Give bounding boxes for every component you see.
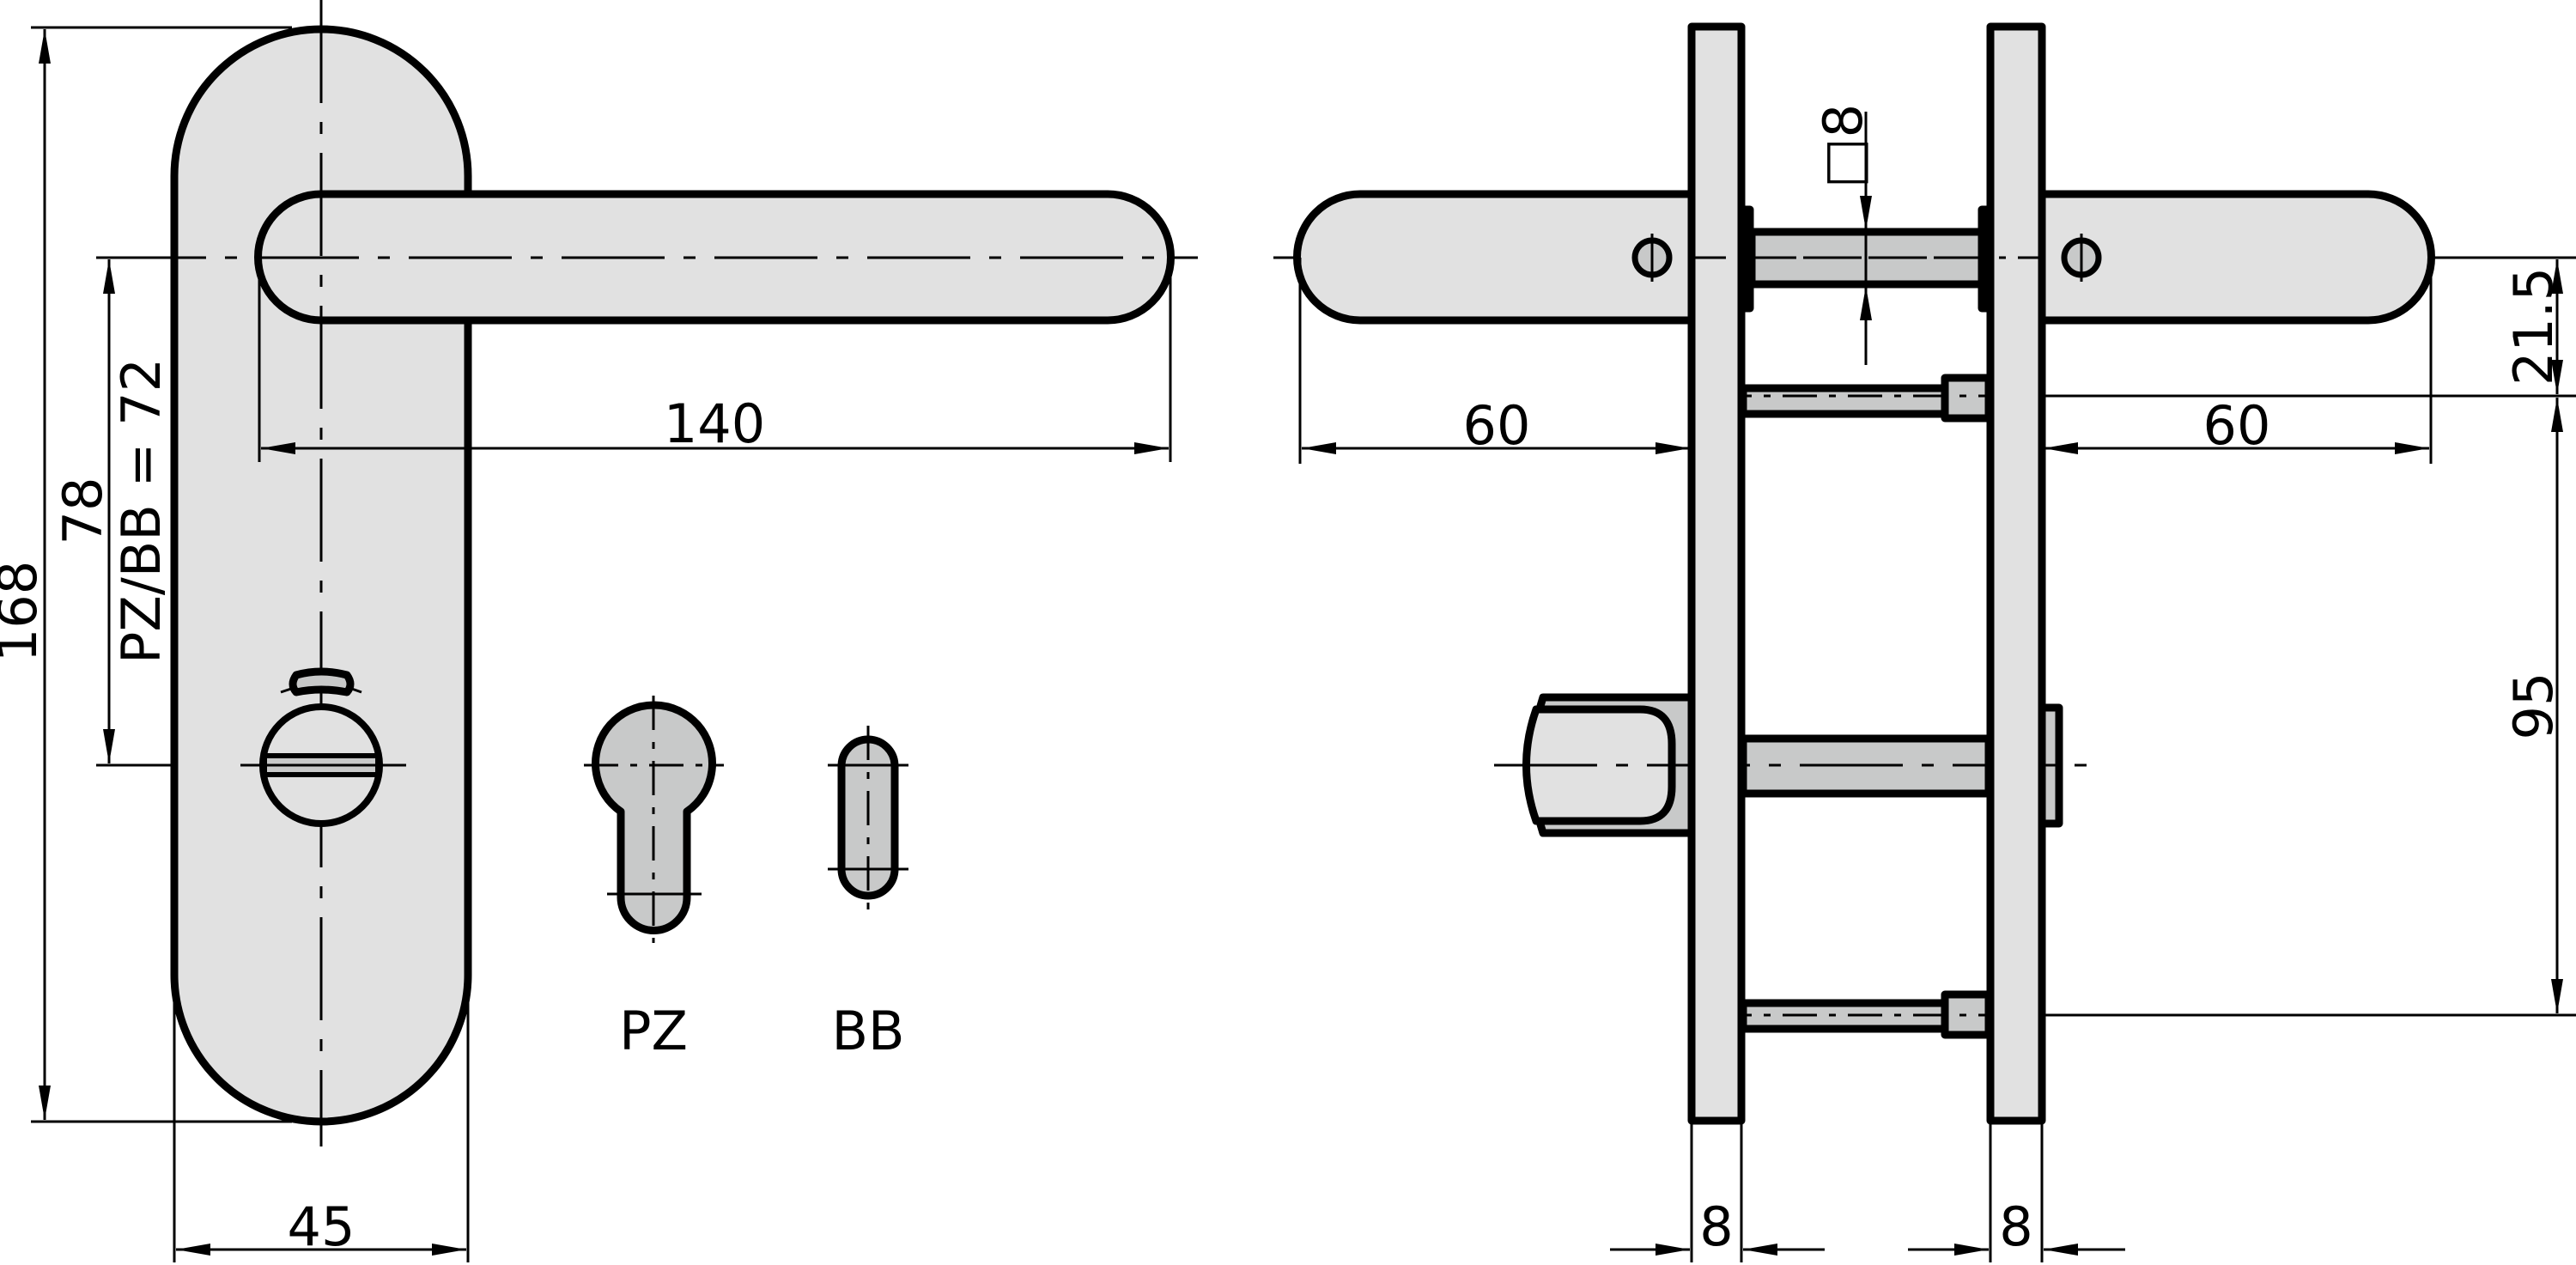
label-bb: BB xyxy=(831,1000,904,1062)
indicator-icon xyxy=(289,667,355,696)
dim-8-right: 8 xyxy=(1999,1195,2032,1258)
keyhole-variants: PZ BB xyxy=(584,696,908,1062)
dim-plate-height: 168 xyxy=(0,26,292,1123)
keyhole-bb: BB xyxy=(828,726,908,1062)
dim-60-right: 60 xyxy=(2203,394,2271,457)
dim-pz-bb-72: PZ/BB = 72 xyxy=(110,358,173,664)
dim-square-8: □8 xyxy=(1812,104,1874,188)
front-view: 168 78 PZ/BB = 72 140 45 xyxy=(0,0,1198,1262)
dim-21-5: 21.5 xyxy=(2502,267,2565,386)
thumb-turn xyxy=(240,667,406,827)
dim-lever-projection-right: 60 xyxy=(2044,258,2433,464)
dim-60-left: 60 xyxy=(1463,394,1531,457)
lever-side-left xyxy=(1293,190,1692,325)
fixing-screw-top xyxy=(1739,384,1949,418)
pz-keyhole-icon xyxy=(592,701,716,934)
fixing-screw-top-head xyxy=(1941,374,1993,423)
dim-lever-length: 140 xyxy=(258,258,1172,462)
dim-spindle-square: □8 xyxy=(1812,104,1874,365)
dim-plate-thickness-right: 8 xyxy=(1908,1121,2125,1262)
dim-lever-projection-left: 60 xyxy=(1298,258,1690,464)
dim-95: 95 xyxy=(2502,672,2565,740)
side-view: □8 60 60 21.5 95 8 xyxy=(1273,22,2576,1262)
dim-168: 168 xyxy=(0,561,49,662)
dim-plate-thickness-left: 8 xyxy=(1610,1121,1825,1262)
dim-45: 45 xyxy=(288,1195,355,1258)
dim-140: 140 xyxy=(664,392,765,455)
dim-plate-width: 45 xyxy=(173,979,470,1262)
dim-78: 78 xyxy=(52,477,114,545)
backplate-side-left xyxy=(1687,22,1746,1125)
dim-8-left: 8 xyxy=(1699,1195,1733,1258)
dim-screw-positions: 21.5 95 xyxy=(2502,259,2565,1013)
backplate-side-right xyxy=(1986,22,2046,1125)
dim-lever-keyhole: 78 PZ/BB = 72 xyxy=(52,256,174,767)
label-pz: PZ xyxy=(619,1000,688,1062)
thumb-turn-knob xyxy=(1522,705,1676,825)
keyhole-pz: PZ xyxy=(584,696,724,1062)
